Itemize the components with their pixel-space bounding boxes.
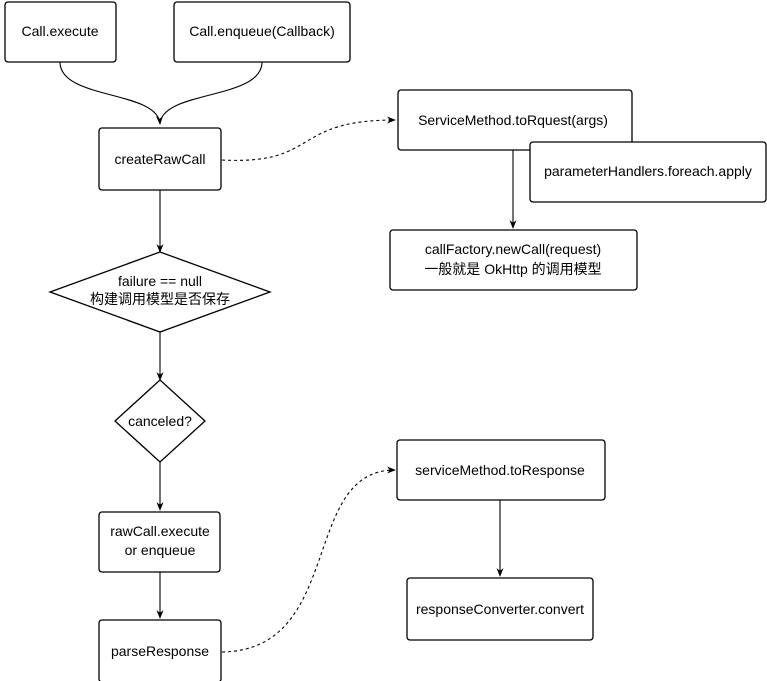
node-call-execute: Call.execute: [4, 1, 117, 63]
node-parameter-handlers-label: parameterHandlers.foreach.apply: [544, 163, 752, 179]
node-raw-call-execute-line2: or enqueue: [125, 542, 196, 558]
edge-enqueue-to-createrawcall: [159, 61, 263, 125]
edge-parseresponse-to-toresponse: [221, 466, 396, 653]
node-call-factory: callFactory.newCall(request) 一般就是 OkHttp…: [389, 229, 638, 291]
decision-failure-null: failure == null 构建调用模型是否保存: [48, 251, 272, 333]
node-service-method-to-request-label: ServiceMethod.toRquest(args): [418, 112, 608, 128]
node-response-converter-label: responseConverter.convert: [416, 601, 584, 617]
edge-createrawcall-to-tourequest: [221, 116, 396, 161]
node-service-method-to-response-label: serviceMethod.toResponse: [415, 462, 585, 478]
node-service-method-to-request: ServiceMethod.toRquest(args): [397, 89, 633, 151]
node-create-raw-call-label: createRawCall: [114, 151, 205, 167]
node-parse-response-label: parseResponse: [111, 643, 209, 659]
edge-execute-to-createrawcall: [59, 61, 164, 125]
node-response-converter: responseConverter.convert: [406, 577, 594, 641]
node-call-factory-line2: 一般就是 OkHttp 的调用模型: [424, 261, 601, 277]
node-raw-call-execute: rawCall.execute or enqueue: [98, 511, 221, 573]
node-parameter-handlers: parameterHandlers.foreach.apply: [529, 141, 767, 203]
decision-failure-null-line2: 构建调用模型是否保存: [90, 291, 230, 307]
node-call-enqueue-label: Call.enqueue(Callback): [189, 23, 335, 39]
node-service-method-to-response: serviceMethod.toResponse: [396, 439, 606, 501]
node-parse-response: parseResponse: [98, 619, 222, 681]
decision-failure-null-line1: failure == null: [118, 273, 202, 289]
node-create-raw-call: createRawCall: [98, 127, 222, 191]
node-raw-call-execute-line1: rawCall.execute: [110, 523, 210, 539]
node-call-factory-line1: callFactory.newCall(request): [425, 241, 601, 257]
decision-canceled-label: canceled?: [128, 413, 192, 429]
node-call-enqueue: Call.enqueue(Callback): [173, 1, 351, 63]
decision-canceled: canceled?: [114, 379, 206, 463]
node-call-execute-label: Call.execute: [21, 23, 98, 39]
